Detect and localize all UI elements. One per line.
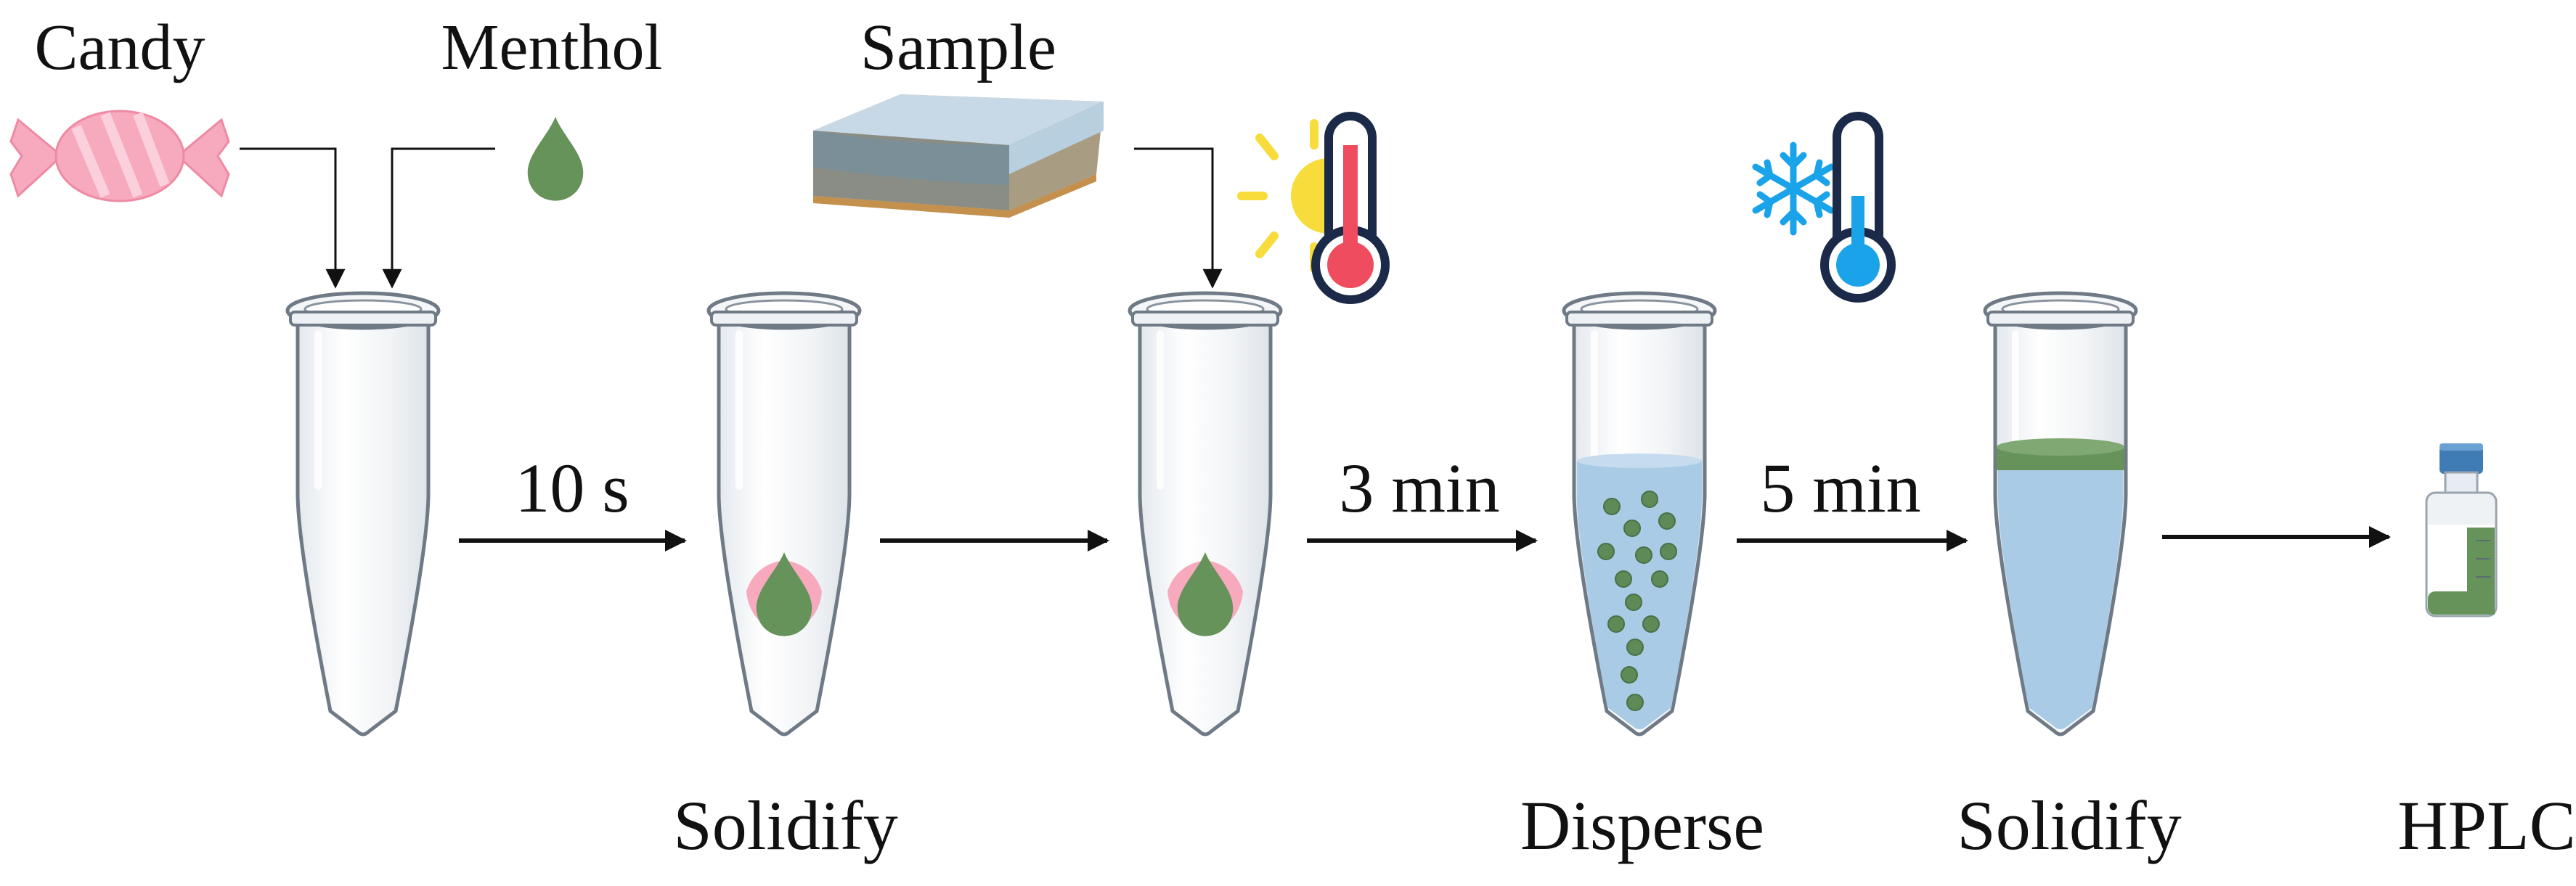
- tube-empty: [288, 293, 439, 734]
- hplc-label: HPLC: [2397, 787, 2575, 864]
- menthol-connector-arrow: [382, 147, 495, 289]
- tube-solidified-layer: [1985, 293, 2136, 734]
- hplc-vial-icon: [2425, 443, 2498, 618]
- candy-label: Candy: [35, 12, 205, 83]
- menthol-drop-icon: [527, 117, 584, 201]
- candy-icon: [9, 110, 230, 202]
- sample-label: Sample: [860, 12, 1056, 83]
- candy-connector-arrow: [240, 147, 346, 289]
- menthol-label: Menthol: [441, 12, 663, 83]
- disperse-label: Disperse: [1520, 787, 1764, 864]
- solidify-label-1: Solidify: [673, 787, 897, 864]
- tube-with-sample: [1130, 293, 1281, 734]
- step4-time-label: 5 min: [1760, 449, 1920, 527]
- sun-thermometer-icon: [1237, 112, 1390, 304]
- snowflake-thermometer-icon: [1752, 112, 1896, 303]
- step3-time-label: 3 min: [1339, 449, 1499, 527]
- solidify-label-2: Solidify: [1957, 787, 2181, 864]
- tube-dispersed: [1564, 293, 1715, 734]
- tube-solidified-mixture: [709, 293, 860, 734]
- sample-connector-arrow: [1134, 147, 1223, 289]
- sample-soil-icon: [813, 94, 1104, 218]
- step1-time-label: 10 s: [515, 449, 629, 527]
